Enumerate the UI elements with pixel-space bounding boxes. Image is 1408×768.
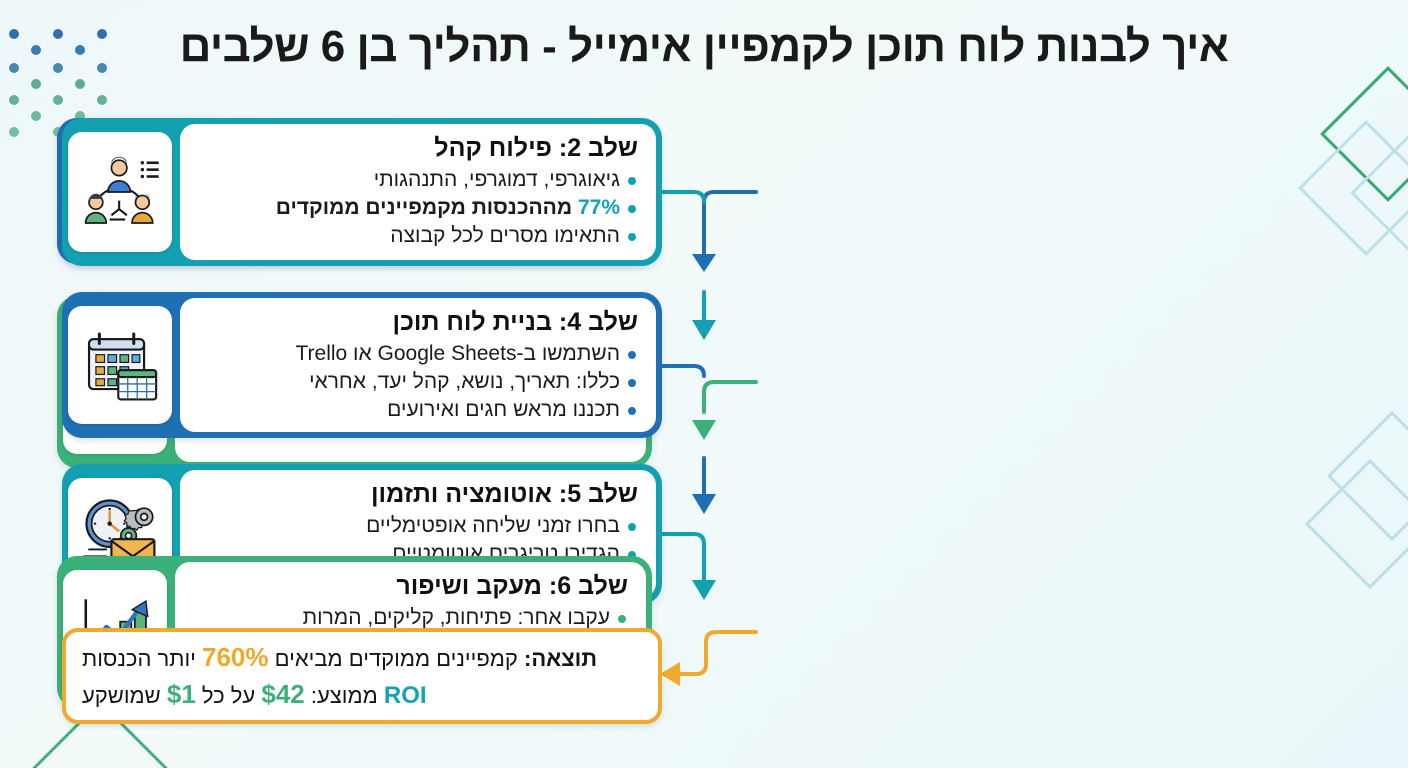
stat-caption: מההכנסות מקמפיינים ממוקדים (275, 196, 573, 220)
bullet-item: בחרו זמני שליחה אופטימליים (192, 512, 638, 540)
calendar-spreadsheet-icon (68, 306, 172, 424)
audience-segmentation-icon (68, 132, 172, 252)
page-title: איך לבנות לוח תוכן לקמפיין אימייל - תהלי… (179, 22, 1229, 71)
result-line2-pre: ממוצע: (310, 682, 378, 708)
step-bullet-list: השתמשו ב-Google Sheets או Trello כללו: ת… (192, 340, 638, 424)
bullet-item: כללו: תאריך, נושא, קהל יעד, אחראי (192, 368, 638, 396)
result-label: תוצאה: (524, 646, 598, 671)
result-line2-post: שמושקע (82, 682, 161, 708)
bullet-item: גיאוגרפי, דמוגרפי, התנהגותי (192, 166, 638, 194)
bullet-item: התאימו מסרים לכל קבוצה (192, 222, 638, 250)
stat-value: 77% (577, 196, 620, 220)
result-line-2: ROI ממוצע: $42 על כל $1 שמושקע (82, 676, 427, 713)
result-stat-760: 760% (202, 642, 269, 672)
result-line1-post: יותר הכנסות (82, 646, 196, 671)
bullet-item: השתמשו ב-Google Sheets או Trello (192, 340, 638, 368)
step-heading: שלב 4: בניית לוח תוכן (392, 308, 638, 336)
bullet-item: עקבו אחר: פתיחות, קליקים, המרות (187, 604, 628, 632)
result-line2-mid: על כל (201, 682, 256, 708)
step-card-2[interactable]: שלב 2: פילוח קהל גיאוגרפי, דמוגרפי, התנה… (62, 118, 662, 266)
step-heading: שלב 5: אוטומציה ותזמון (370, 480, 638, 508)
result-stat-42: $42 (261, 678, 305, 709)
result-line1-pre: קמפיינים ממוקדים מביאים (274, 646, 518, 671)
result-stat-1: $1 (166, 678, 196, 709)
step-card-4[interactable]: שלב 4: בניית לוח תוכן השתמשו ב-Google Sh… (62, 292, 662, 438)
step-bullet-list: גיאוגרפי, דמוגרפי, התנהגותי 77% מההכנסות… (192, 166, 638, 250)
result-roi-label: ROI (383, 681, 427, 709)
result-callout-box: תוצאה: קמפיינים ממוקדים מביאים 760% יותר… (62, 628, 662, 724)
step-heading: שלב 6: מעקב ושיפור (396, 572, 628, 600)
bullet-item: תכננו מראש חגים ואירועים (192, 396, 638, 424)
bullet-item-stat: 77% מההכנסות מקמפיינים ממוקדים (192, 194, 638, 222)
result-line-1: תוצאה: קמפיינים ממוקדים מביאים 760% יותר… (82, 639, 597, 676)
step-card-5[interactable]: שלב 5: אוטומציה ותזמון בחרו זמני שליחה א… (62, 464, 662, 604)
step-heading: שלב 2: פילוח קהל (434, 134, 638, 162)
